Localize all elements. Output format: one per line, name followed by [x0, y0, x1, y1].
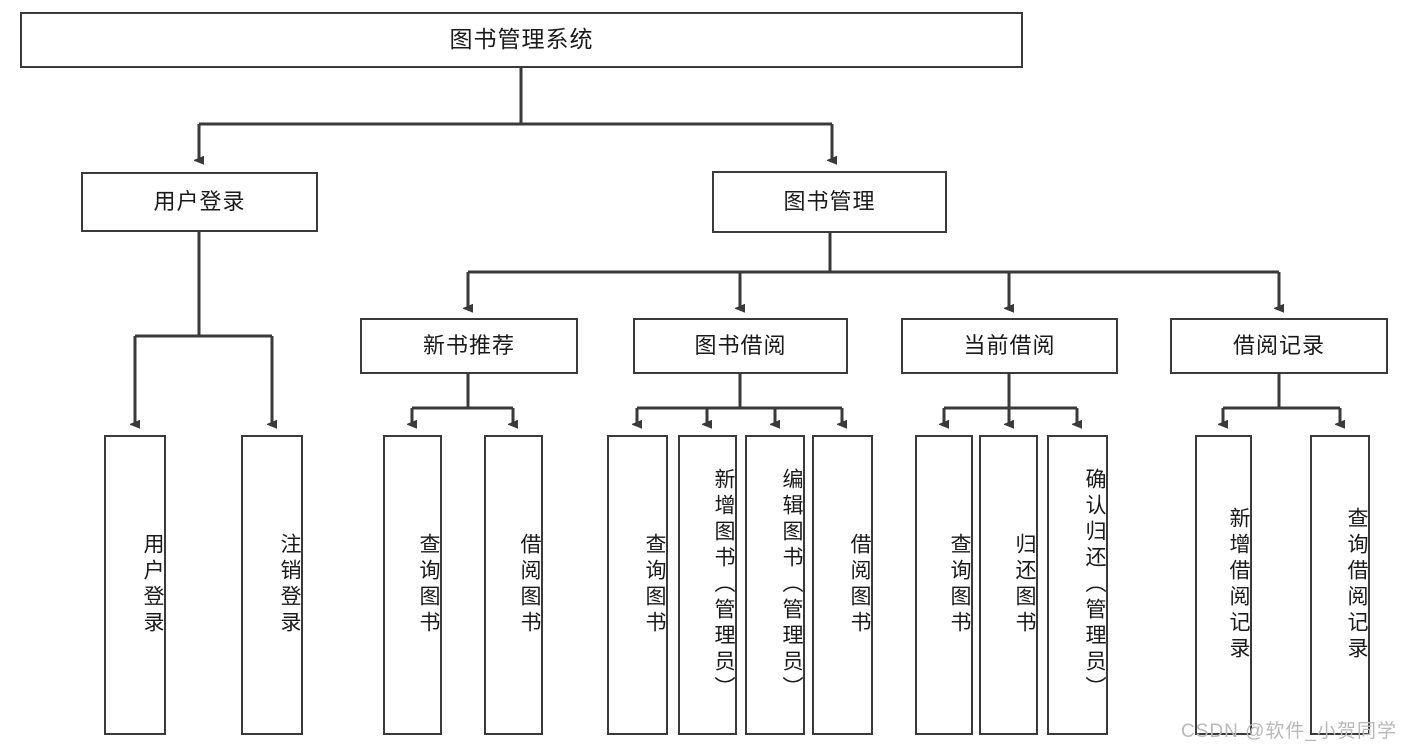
node-label: 注销登录: [278, 533, 301, 637]
node-user-login[interactable]: 用户登录: [81, 172, 318, 232]
node-current-borrow[interactable]: 当前借阅: [901, 318, 1118, 374]
node-label: 用户登录: [141, 533, 164, 637]
node-leaf-logout-login[interactable]: 注销登录: [241, 435, 303, 735]
node-leaf-return-book[interactable]: 归还图书: [979, 435, 1038, 735]
node-label: 查询借阅记录: [1345, 507, 1368, 663]
node-book-borrow[interactable]: 图书借阅: [633, 318, 848, 374]
node-leaf-add-book[interactable]: 新增图书（管理员）: [678, 435, 737, 735]
node-label: 借阅图书: [848, 533, 871, 637]
node-label: 确认归还（管理员）: [1083, 468, 1106, 702]
node-label: 归还图书: [1013, 533, 1036, 637]
node-label: 查询图书: [643, 533, 666, 637]
node-label: 查询图书: [948, 533, 971, 637]
node-leaf-query-book-1[interactable]: 查询图书: [383, 435, 442, 735]
node-book-manage[interactable]: 图书管理: [712, 171, 947, 233]
node-label: 新增借阅记录: [1227, 507, 1250, 663]
node-label: 查询图书: [417, 533, 440, 637]
node-root-system[interactable]: 图书管理系统: [20, 12, 1023, 68]
node-leaf-user-login[interactable]: 用户登录: [104, 435, 166, 735]
node-leaf-edit-book[interactable]: 编辑图书（管理员）: [745, 435, 805, 735]
node-leaf-borrow-book-1[interactable]: 借阅图书: [484, 435, 543, 735]
node-leaf-query-book-3[interactable]: 查询图书: [915, 435, 973, 735]
csdn-watermark: CSDN @软件_小贺同学: [1181, 721, 1397, 742]
node-leaf-borrow-book-2[interactable]: 借阅图书: [812, 435, 873, 735]
node-leaf-add-record[interactable]: 新增借阅记录: [1195, 435, 1252, 735]
node-new-book-recommend[interactable]: 新书推荐: [360, 318, 578, 374]
node-label: 借阅图书: [518, 533, 541, 637]
node-borrow-record[interactable]: 借阅记录: [1170, 318, 1388, 374]
node-leaf-query-record[interactable]: 查询借阅记录: [1310, 435, 1370, 735]
node-label: 新增图书（管理员）: [712, 468, 735, 702]
node-leaf-query-book-2[interactable]: 查询图书: [607, 435, 668, 735]
node-label: 编辑图书（管理员）: [780, 468, 803, 702]
node-leaf-confirm-return[interactable]: 确认归还（管理员）: [1047, 435, 1108, 735]
